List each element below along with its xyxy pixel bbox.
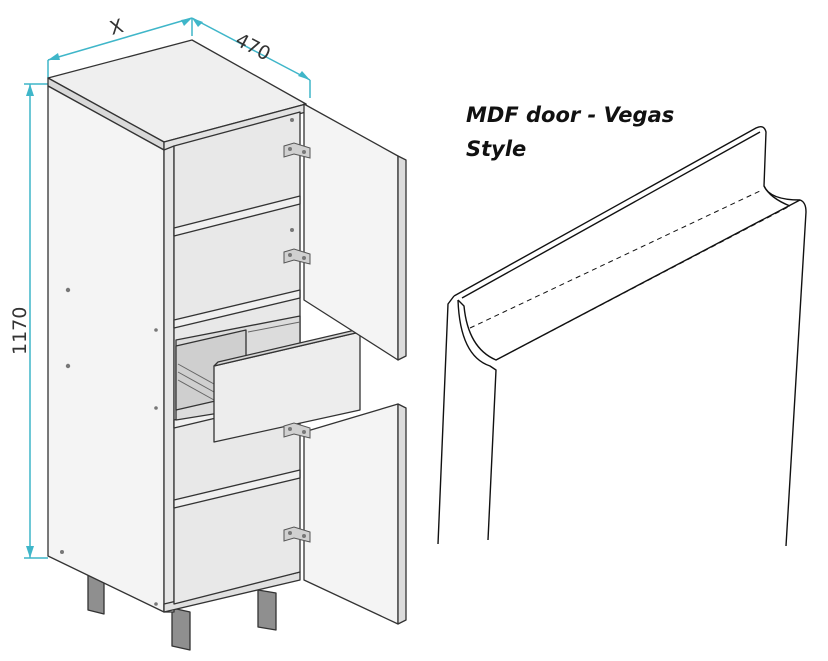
width-dimension-label: X — [107, 15, 126, 40]
shelf-middle — [173, 289, 301, 329]
shelf-lower — [173, 469, 301, 509]
upper-door — [303, 103, 399, 361]
height-dimension-label: 1170 — [9, 307, 31, 355]
shelf-top — [173, 195, 301, 237]
mdf-door-profile — [437, 125, 807, 547]
drawer — [175, 315, 365, 443]
cabinet-doors — [303, 103, 407, 625]
lower-door — [303, 403, 399, 625]
dimension-arrows — [26, 18, 310, 558]
dimension-lines — [24, 17, 311, 559]
door-title-line2: Style — [466, 137, 526, 161]
cabinet-side-panel — [47, 85, 165, 613]
door-title-line1: MDF door - Vegas — [466, 103, 674, 127]
depth-dimension-label: 470 — [232, 29, 274, 65]
cabinet-body — [47, 39, 307, 651]
